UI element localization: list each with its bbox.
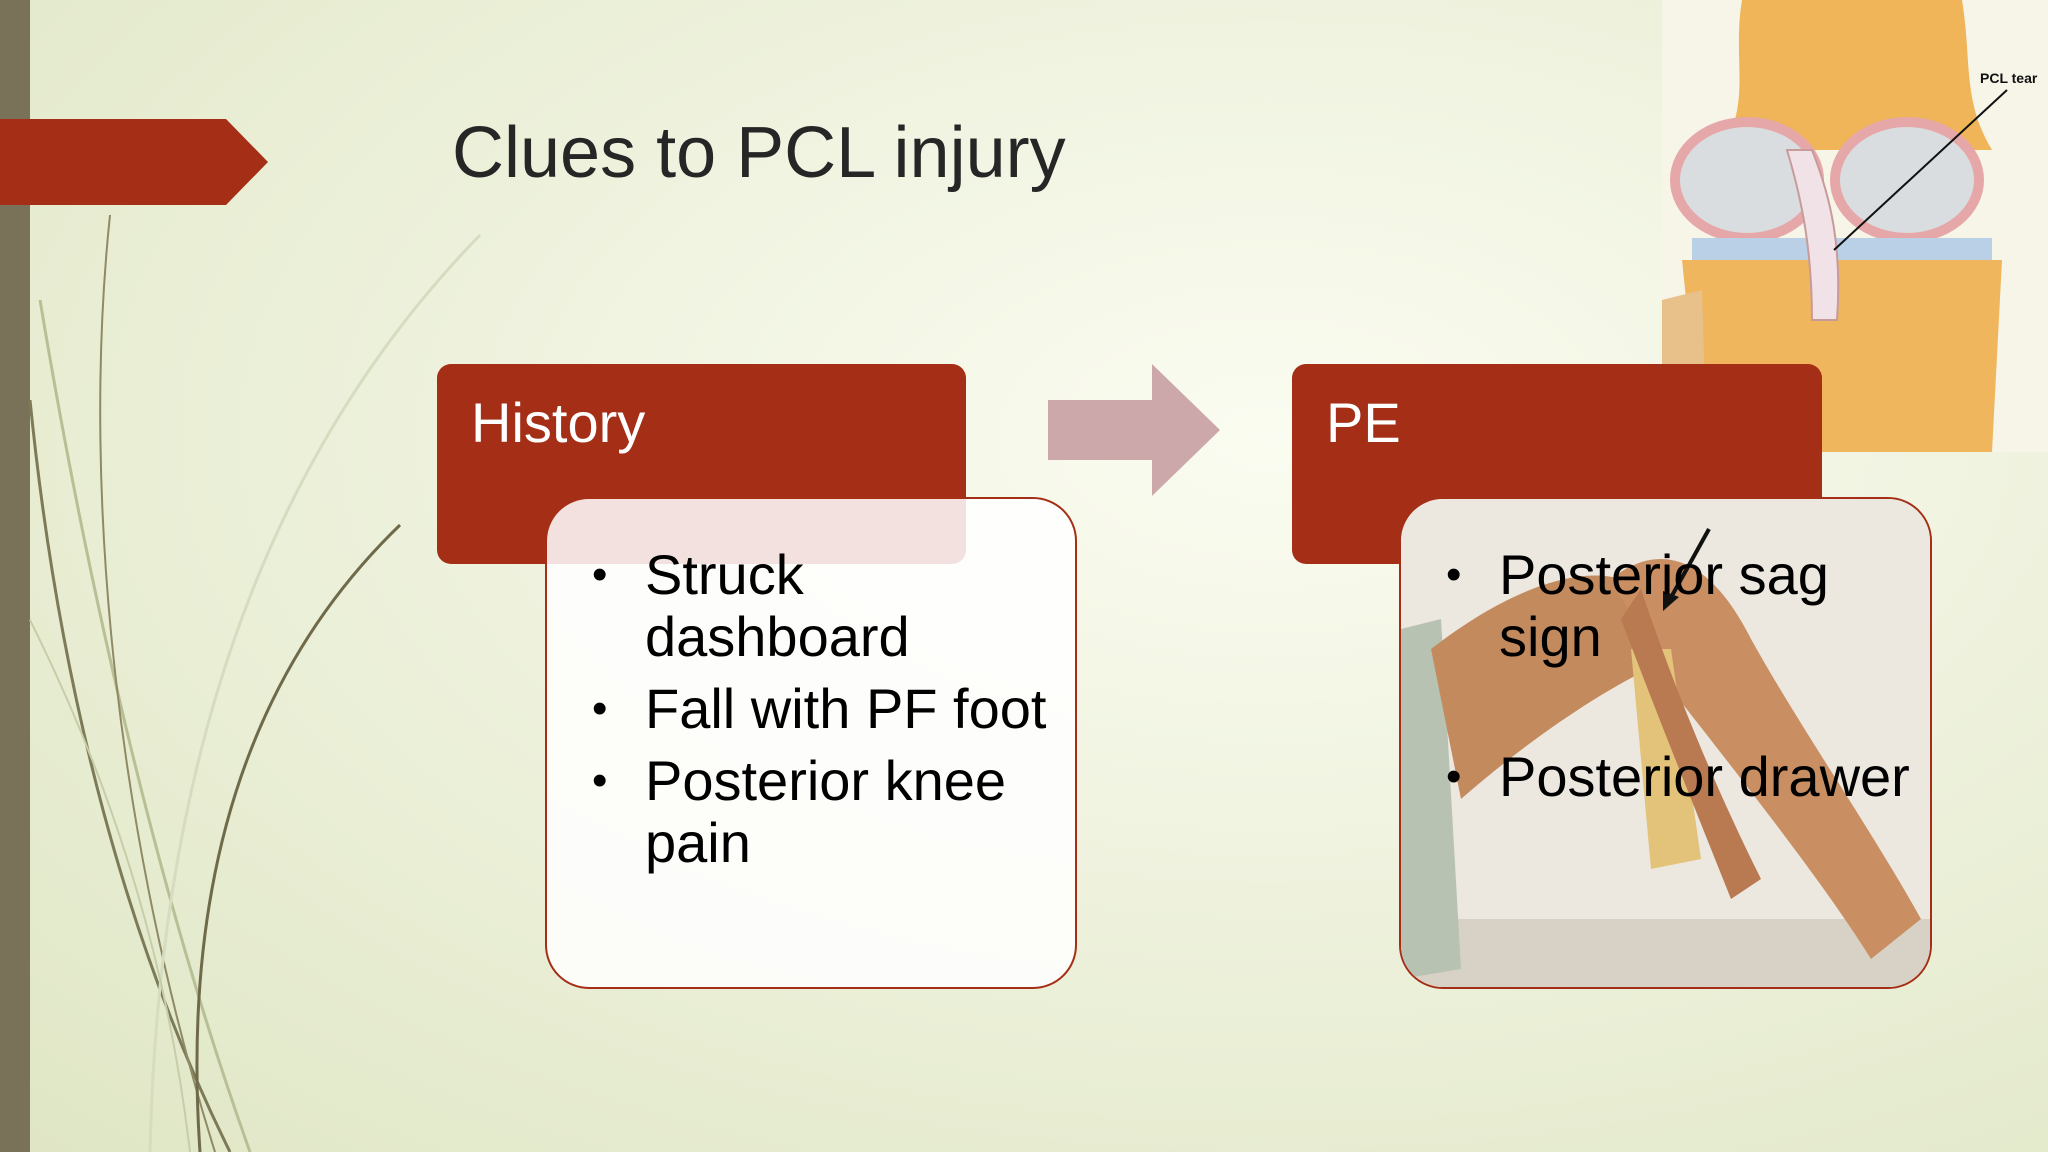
decorative-curves [28,214,482,1152]
history-bullet-list: •Struck dashboard •Fall with PF foot •Po… [547,544,1067,884]
pe-card: •Posterior sag sign •Posterior drawer [1399,497,1932,989]
history-card: •Struck dashboard •Fall with PF foot •Po… [545,497,1077,989]
bullet-icon: • [1446,752,1462,801]
bullet-icon: • [592,756,608,805]
history-header-label: History [471,391,646,454]
list-item: •Posterior drawer [1446,745,1910,808]
bullet-icon: • [1446,550,1462,599]
flow-arrow-icon [1048,364,1220,496]
list-item: •Fall with PF foot [592,677,1047,740]
list-item: •Posterior knee pain [592,749,1007,874]
pe-header-label: PE [1326,391,1401,454]
list-item: •Struck dashboard [592,543,910,668]
slide-title: Clues to PCL injury [452,113,1066,193]
bullet-icon: • [592,550,608,599]
pe-bullet-list: •Posterior sag sign •Posterior drawer [1401,544,1921,818]
title-arrow-icon [0,119,268,205]
posterior-sag-sign-icon [1401,499,1930,987]
bullet-icon: • [592,684,608,733]
anatomy-label: PCL tear [1980,70,2038,86]
list-item: •Posterior sag sign [1446,543,1829,668]
